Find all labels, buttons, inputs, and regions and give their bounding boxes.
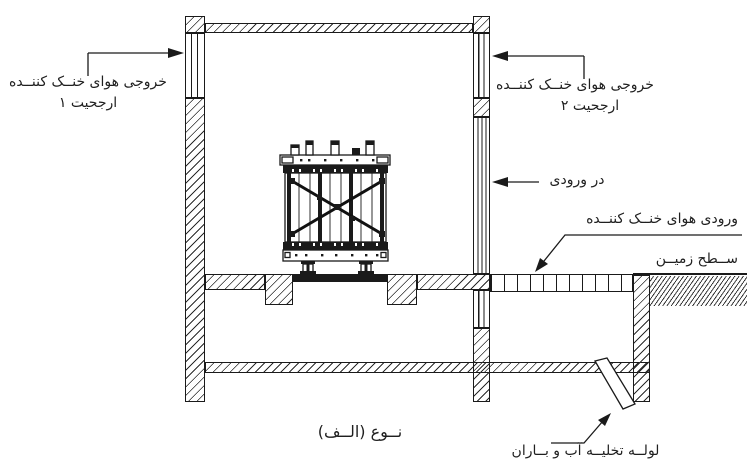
ground-surface-line [633, 273, 747, 275]
label-entrance-door: در ورودی [549, 172, 605, 188]
left-wall-cap [185, 16, 205, 33]
right-wall-upper-block [473, 98, 490, 117]
label-drain-pipe: لولــه تخلیــه آب و بــاران [511, 443, 660, 459]
right-wall-cap [473, 16, 490, 33]
label-cooling-outlet-1-line2: ارجحیت ۱ [58, 95, 118, 111]
cooling-air-inlet-grating [490, 274, 633, 292]
right-wall-lower [473, 328, 490, 402]
ceiling-slab [205, 23, 473, 33]
label-cooling-air-inlet: ورودی هوای خنــک کننــده [586, 211, 738, 227]
transformer-roller-right [358, 261, 374, 274]
arrow-air-inlet [535, 234, 742, 272]
basement-air-opening [473, 290, 490, 328]
floor-pedestal-left [265, 274, 293, 305]
label-cooling-outlet-1: خروجی هوای خنــک کننــده ارجحیت ۱ [2, 72, 174, 114]
transformer-drawing [279, 140, 391, 282]
label-cooling-outlet-2-line1: خروجی هوای خنــک کننــده [496, 77, 654, 93]
left-wall [185, 98, 205, 402]
transformer-bushings [290, 140, 375, 156]
floor-pedestal-right [387, 274, 417, 305]
arrow-entrance-door [492, 177, 539, 187]
arrow-drain-pipe [551, 413, 611, 444]
cooling-air-outlet-louver-2 [473, 33, 490, 98]
diagram-caption: نــوع (الــف) [317, 422, 403, 441]
arrow-outlet-1 [87, 48, 184, 76]
pit-right-wall [633, 275, 650, 402]
label-cooling-outlet-2: خروجی هوای خنــک کننــده ارجحیت ۲ [490, 75, 660, 117]
entrance-door-panel [473, 117, 490, 274]
ground-earth-hatch [650, 276, 747, 306]
cooling-air-outlet-louver-1 [185, 33, 205, 98]
floor-slab-right [417, 274, 490, 290]
transformer-roller-left [300, 261, 316, 274]
drain-pipe [594, 357, 636, 410]
label-ground-level: ســطح زمیــن [655, 251, 738, 267]
floor-slab-left [205, 274, 265, 290]
label-cooling-outlet-1-line1: خروجی هوای خنــک کننــده [9, 74, 167, 90]
arrow-outlet-2 [492, 51, 585, 79]
label-cooling-outlet-2-line2: ارجحیت ۲ [560, 98, 620, 114]
